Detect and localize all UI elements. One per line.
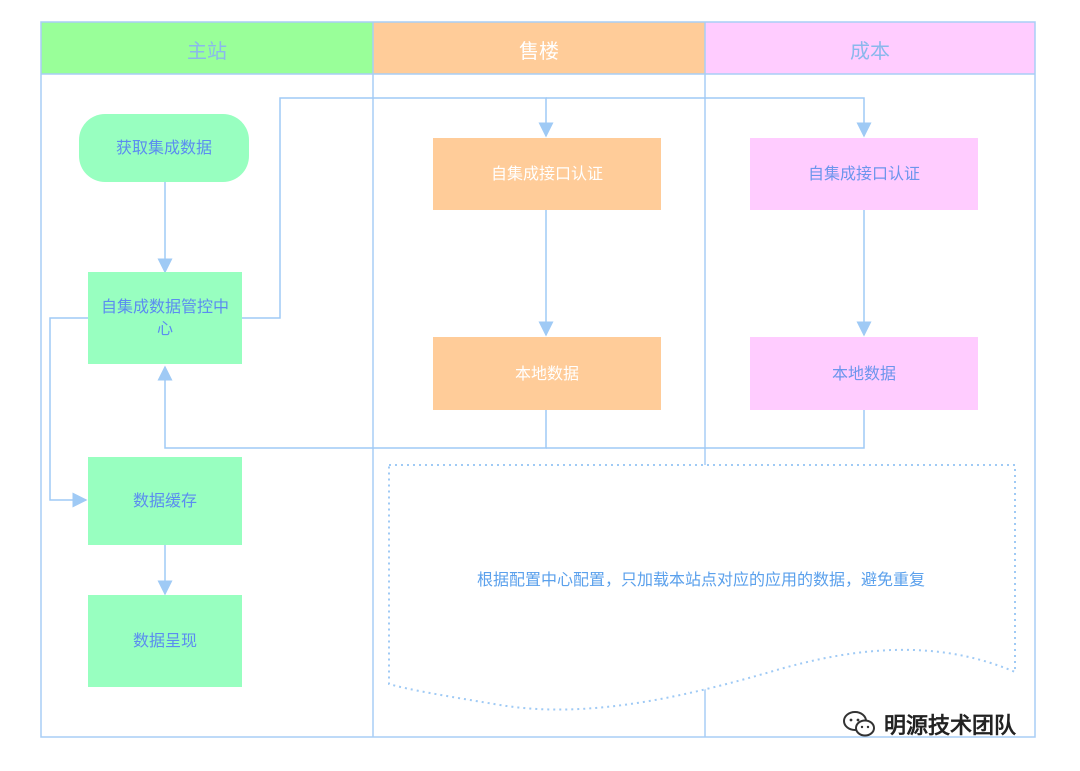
lane-header-sales xyxy=(373,22,705,74)
node-fetch-integration-data: 获取集成数据 xyxy=(79,114,249,182)
watermark-text: 明源技术团队 xyxy=(884,714,1017,739)
node-cost-interface-auth: 自集成接口认证 xyxy=(750,138,978,210)
lane-header-main xyxy=(41,22,373,74)
lane-label-main: 主站 xyxy=(187,38,227,63)
note-text: 根据配置中心配置，只加载本站点对应的应用的数据，避免重复 xyxy=(476,570,925,589)
node-cost-local-data: 本地数据 xyxy=(750,337,978,410)
node-data-cache: 数据缓存 xyxy=(88,457,242,545)
node-integration-control-center: 自集成数据管控中心 xyxy=(88,272,242,364)
line-cost-local-join xyxy=(546,410,865,449)
node-sales-interface-auth: 自集成接口认证 xyxy=(433,138,661,210)
lane-header-cost xyxy=(705,22,1035,74)
wechat-icon xyxy=(843,711,875,737)
node-sales-local-data: 本地数据 xyxy=(433,337,661,410)
lanes-outline xyxy=(40,21,1036,738)
arrow-control-to-cache xyxy=(49,317,88,508)
watermark: 明源技术团队 xyxy=(842,708,1016,740)
lane-label-sales: 售楼 xyxy=(519,38,559,63)
arrow-locals-back-to-control xyxy=(157,365,547,449)
lane-label-cost: 成本 xyxy=(850,38,890,63)
note-shape xyxy=(388,464,1016,711)
arrow-control-to-sales-auth xyxy=(241,97,554,319)
arrow-control-to-cost-auth xyxy=(546,97,872,138)
node-integration-control-center-label: 自集成数据管控中心 xyxy=(100,297,229,338)
node-data-render: 数据呈现 xyxy=(88,595,242,687)
